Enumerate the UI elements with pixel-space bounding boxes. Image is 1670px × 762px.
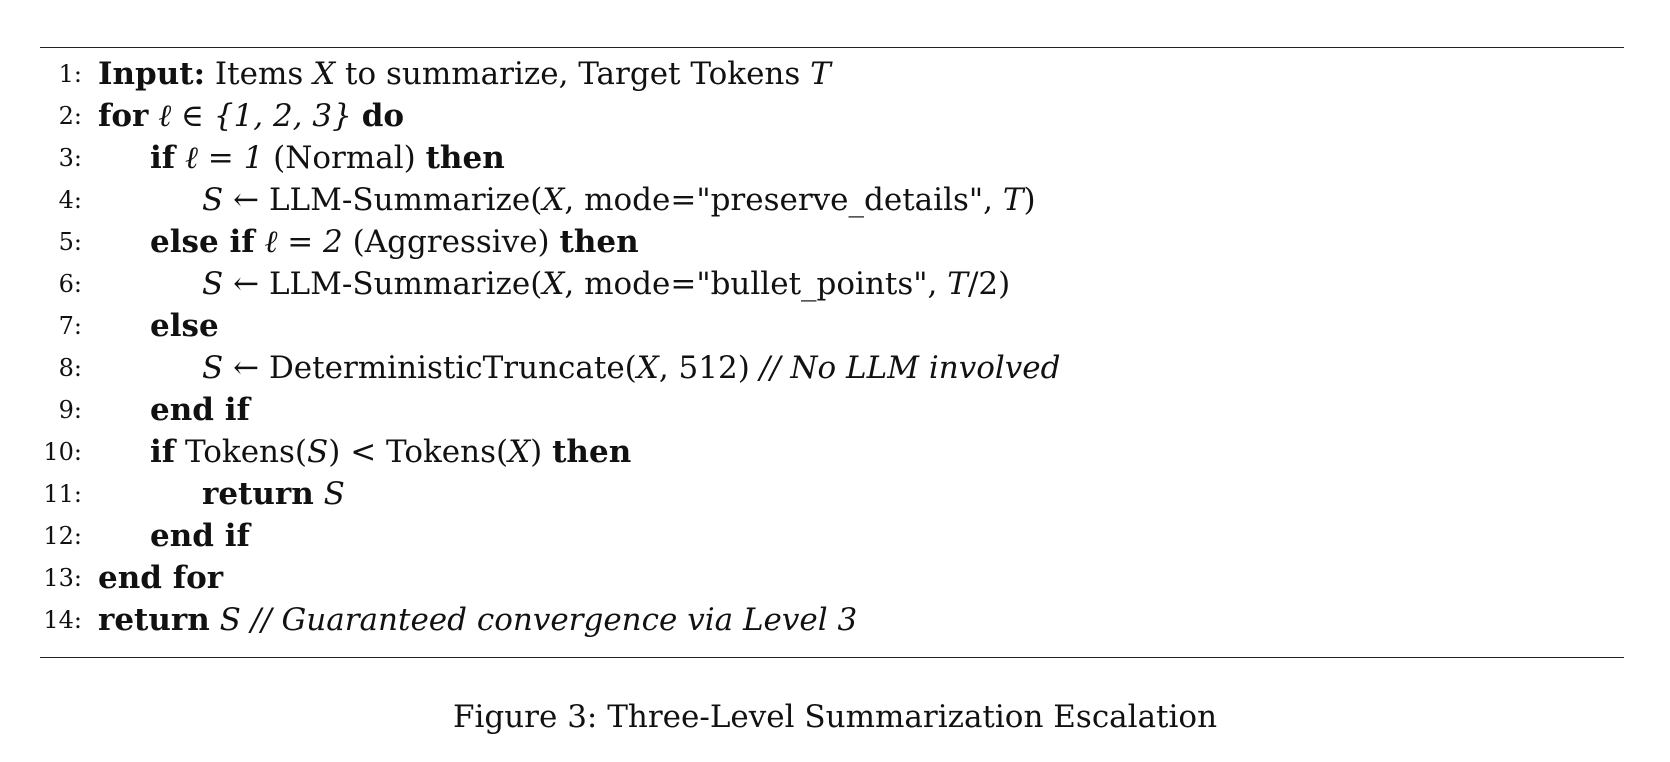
then-keyword: then — [552, 434, 632, 470]
for-keyword: for — [98, 98, 149, 134]
var-x: X — [542, 266, 565, 302]
var-s: S — [323, 476, 345, 512]
line-number: 2: — [58, 102, 82, 130]
tokens-call-close: ) — [530, 434, 553, 470]
call-close: /2) — [967, 266, 1011, 302]
then-keyword: then — [559, 224, 639, 260]
function-call: LLM-Summarize( — [268, 266, 543, 302]
line-number: 10: — [43, 438, 82, 466]
if-keyword: if — [150, 140, 176, 176]
for-expression: ℓ ∈ {1, 2, 3} — [158, 98, 352, 134]
var-t: T — [947, 266, 968, 302]
var-s: S — [219, 602, 241, 638]
var-s: S — [202, 266, 224, 302]
var-s: S — [202, 182, 224, 218]
if-label: (Normal) — [263, 140, 426, 176]
var-s: S — [202, 350, 224, 386]
tokens-call-open: Tokens( — [175, 434, 308, 470]
end-for-keyword: end for — [98, 560, 224, 596]
if-expression: ℓ = 1 — [184, 140, 264, 176]
call-close: ) — [1023, 182, 1036, 218]
line-code: return S — [202, 474, 345, 514]
call-args: , mode="preserve_details", — [564, 182, 1003, 218]
do-keyword: do — [361, 98, 405, 134]
line-code: return S // Guaranteed convergence via L… — [98, 600, 857, 640]
assign-arrow: ← — [223, 182, 269, 218]
line-code: S ← LLM-Summarize(X, mode="bullet_points… — [202, 264, 1010, 304]
input-text-1: Items — [214, 56, 314, 92]
line-code: Input: Items X to summarize, Target Toke… — [98, 54, 831, 94]
input-var-t: T — [810, 56, 831, 92]
call-args: , mode="bullet_points", — [564, 266, 948, 302]
tokens-compare: ) < Tokens( — [328, 434, 509, 470]
line-number: 3: — [58, 144, 82, 172]
var-x: X — [508, 434, 531, 470]
end-if-keyword: end if — [150, 392, 250, 428]
line-code: else — [150, 306, 219, 346]
line-code: end for — [98, 558, 223, 598]
return-keyword: return — [98, 602, 210, 638]
elseif-expression: ℓ = 2 — [264, 224, 343, 260]
var-x: X — [636, 350, 659, 386]
line-number: 7: — [58, 312, 82, 340]
line-number: 5: — [58, 228, 82, 256]
line-number: 8: — [58, 354, 82, 382]
var-x: X — [542, 182, 565, 218]
figure-caption: Figure 3: Three-Level Summarization Esca… — [452, 699, 1218, 735]
var-s: S — [307, 434, 329, 470]
var-t: T — [1002, 182, 1024, 218]
else-if-keyword: else if — [150, 224, 255, 260]
then-keyword: then — [425, 140, 505, 176]
code-comment: // Guaranteed convergence via Level 3 — [240, 602, 858, 638]
function-call: DeterministicTruncate( — [268, 350, 637, 386]
assign-arrow: ← — [223, 266, 269, 302]
line-code: S ← LLM-Summarize(X, mode="preserve_deta… — [202, 180, 1036, 220]
line-number: 14: — [43, 606, 82, 634]
line-code: end if — [150, 516, 250, 556]
line-code: end if — [150, 390, 250, 430]
elseif-label: (Aggressive) — [342, 224, 560, 260]
line-code: if Tokens(S) < Tokens(X) then — [150, 432, 631, 472]
line-number: 4: — [58, 186, 82, 214]
line-code: for ℓ ∈ {1, 2, 3} do — [98, 96, 404, 136]
assign-arrow: ← — [223, 350, 269, 386]
algorithm-box: 1: Input: Items X to summarize, Target T… — [40, 47, 1624, 658]
line-number: 9: — [58, 396, 82, 424]
line-number: 11: — [43, 480, 82, 508]
line-code: else if ℓ = 2 (Aggressive) then — [150, 222, 639, 262]
call-args: , 512) — [658, 350, 760, 386]
end-if-keyword: end if — [150, 518, 250, 554]
input-keyword: Input: — [98, 56, 206, 92]
input-var-x: X — [313, 56, 336, 92]
line-number: 1: — [58, 60, 82, 88]
line-number: 12: — [43, 522, 82, 550]
line-number: 6: — [58, 270, 82, 298]
line-number: 13: — [43, 564, 82, 592]
line-code: S ← DeterministicTruncate(X, 512) // No … — [202, 348, 1061, 388]
else-keyword: else — [150, 308, 219, 344]
return-keyword: return — [202, 476, 314, 512]
if-keyword: if — [150, 434, 176, 470]
input-text-2: to summarize, Target Tokens — [335, 56, 811, 92]
code-comment: // No LLM involved — [759, 350, 1061, 386]
function-call: LLM-Summarize( — [268, 182, 543, 218]
line-code: if ℓ = 1 (Normal) then — [150, 138, 505, 178]
